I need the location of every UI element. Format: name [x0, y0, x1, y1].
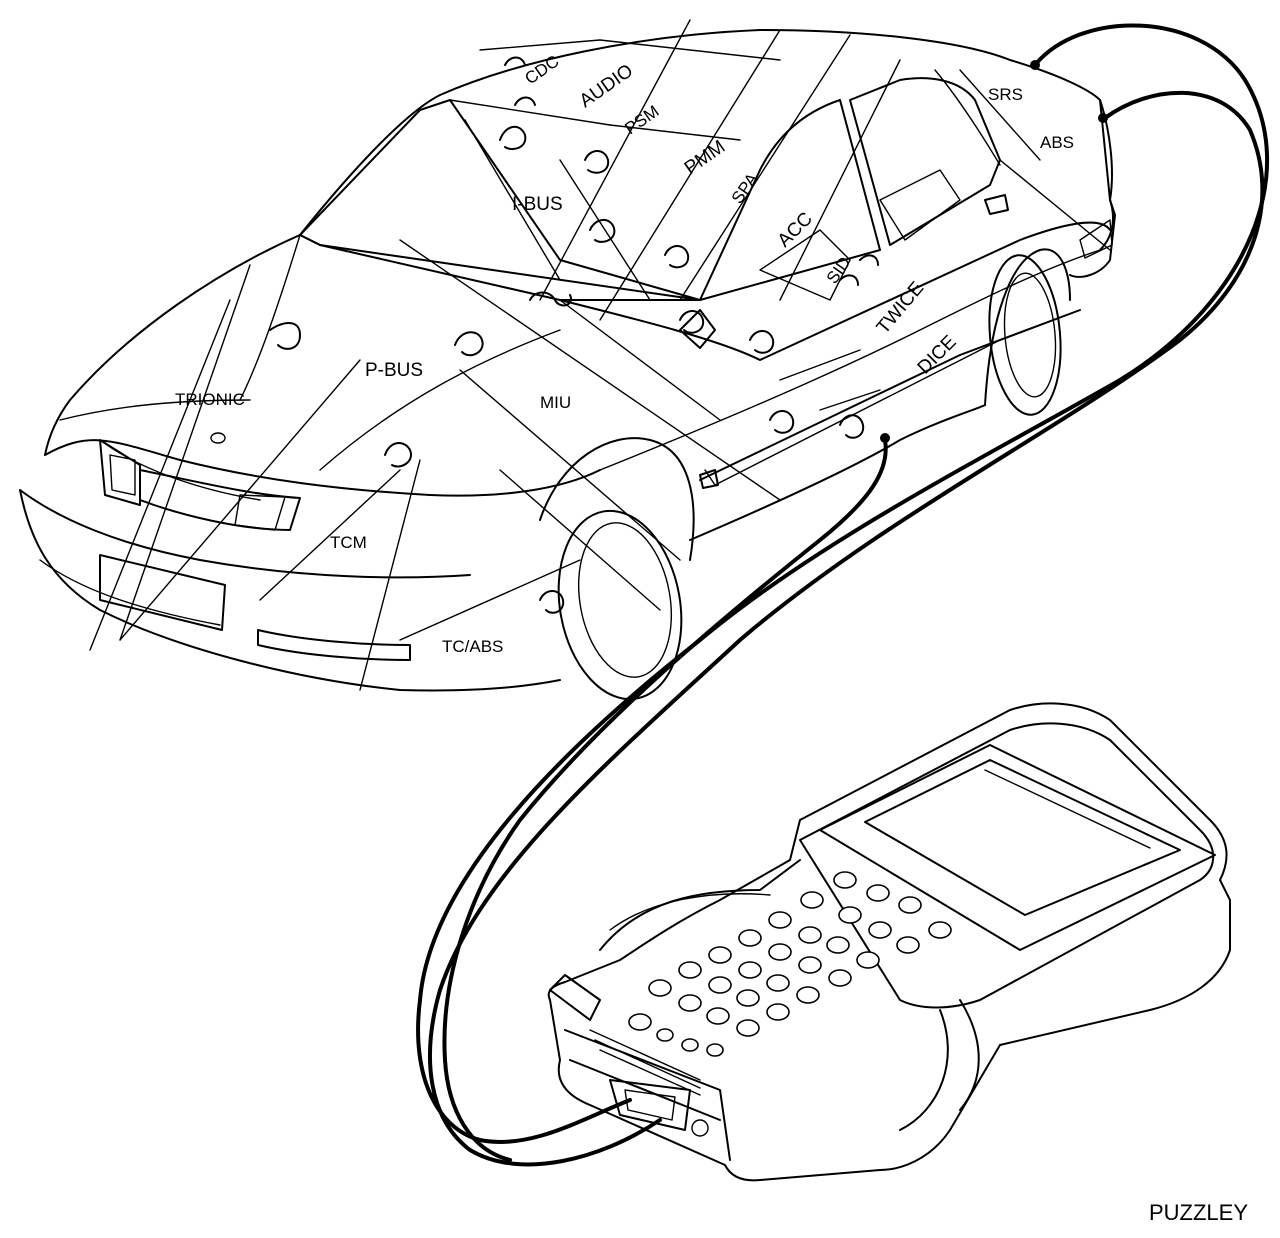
- cable-srs: [416, 23, 1269, 1144]
- label-audio: AUDIO: [576, 60, 637, 112]
- puzzle-grid: [89, 19, 1111, 691]
- label-srs: SRS: [988, 85, 1023, 104]
- diagnostic-tester: [547, 702, 1231, 1182]
- car-body: [19, 29, 1116, 701]
- tester-connector: [609, 1079, 691, 1131]
- label-twice: TWICE: [873, 278, 928, 338]
- label-ibus: I-BUS: [512, 194, 563, 215]
- label-pmm: PMM: [681, 136, 729, 179]
- label-acc: ACC: [774, 208, 817, 251]
- srs-connector-dot: [1030, 60, 1040, 70]
- label-miu: MIU: [540, 393, 571, 412]
- tester-keypad: [628, 871, 952, 1057]
- label-psm: PSM: [621, 102, 662, 139]
- label-abs-rear: ABS: [1040, 133, 1074, 152]
- abs-connector-dot: [1098, 113, 1108, 123]
- label-tcm: TCM: [330, 533, 367, 552]
- diagnostic-cables: [416, 23, 1269, 1167]
- label-trionic: TRIONIC: [175, 390, 245, 409]
- cable-bus: [442, 438, 888, 1162]
- figure-caption: PUZZLEY: [1148, 1200, 1248, 1225]
- label-pbus: P-BUS: [365, 360, 423, 381]
- label-tcabs: TC/ABS: [442, 637, 503, 656]
- cable-abs: [428, 90, 1265, 1167]
- bus-connector-dot: [880, 433, 890, 443]
